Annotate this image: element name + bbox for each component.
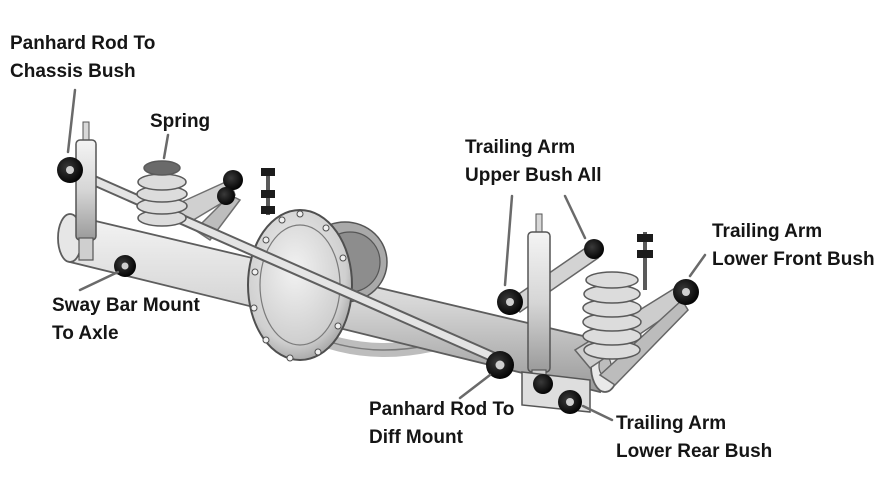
label-line: Upper Bush All (465, 165, 602, 186)
label-line: Lower Rear Bush (616, 441, 773, 462)
center-link-stud (261, 168, 275, 215)
label-line: Panhard Rod To (10, 33, 156, 54)
label-spring: Spring (150, 108, 210, 136)
leader-panhard-diff (458, 373, 492, 400)
leader-lines (66, 88, 707, 422)
label-line: Spring (150, 111, 211, 132)
differential-housing (247, 209, 388, 362)
label-panhard-rod-to-chassis-bush: Panhard Rod To Chassis Bush (10, 30, 155, 86)
label-trailing-arm-lower-front-bush: Trailing Arm Lower Front Bush (712, 218, 875, 274)
label-line: Diff Mount (369, 427, 463, 448)
label-trailing-arm-upper-bush-all: Trailing Arm Upper Bush All (465, 134, 602, 190)
leader-lower-rear (581, 404, 614, 422)
label-line: Chassis Bush (10, 61, 136, 82)
label-line: Trailing Arm (465, 137, 576, 158)
bush-trailing-upper (497, 239, 604, 315)
label-sway-bar-mount-to-axle: Sway Bar Mount To Axle (52, 292, 200, 348)
bush-sway-bar-mount (114, 255, 136, 277)
label-line: To Axle (52, 323, 119, 344)
leader-spring (162, 133, 170, 160)
bush-left-upper-arm (217, 170, 243, 205)
right-link-stud (637, 232, 653, 290)
right-shock-absorber (527, 213, 551, 389)
label-line: Lower Front Bush (712, 249, 875, 270)
bush-trailing-lower-rear (533, 374, 582, 414)
leader-trailing-upper-a (503, 194, 514, 287)
label-line: Panhard Rod To (369, 399, 515, 420)
bush-panhard-chassis (57, 157, 83, 183)
bush-trailing-lower-front (673, 279, 699, 305)
right-coil-spring (582, 271, 642, 360)
label-panhard-rod-to-diff-mount: Panhard Rod To Diff Mount (369, 396, 514, 452)
left-coil-spring (136, 160, 188, 227)
left-shock-absorber (75, 121, 97, 261)
leader-lower-front (688, 253, 707, 278)
label-line: Trailing Arm (616, 413, 727, 434)
bush-panhard-diff (486, 351, 514, 379)
label-line: Sway Bar Mount (52, 295, 200, 316)
leader-trailing-upper-b (563, 194, 587, 240)
leader-sway-bar (78, 270, 120, 292)
label-line: Trailing Arm (712, 221, 823, 242)
leader-panhard-chassis (66, 88, 77, 154)
label-trailing-arm-lower-rear-bush: Trailing Arm Lower Rear Bush (616, 410, 772, 466)
